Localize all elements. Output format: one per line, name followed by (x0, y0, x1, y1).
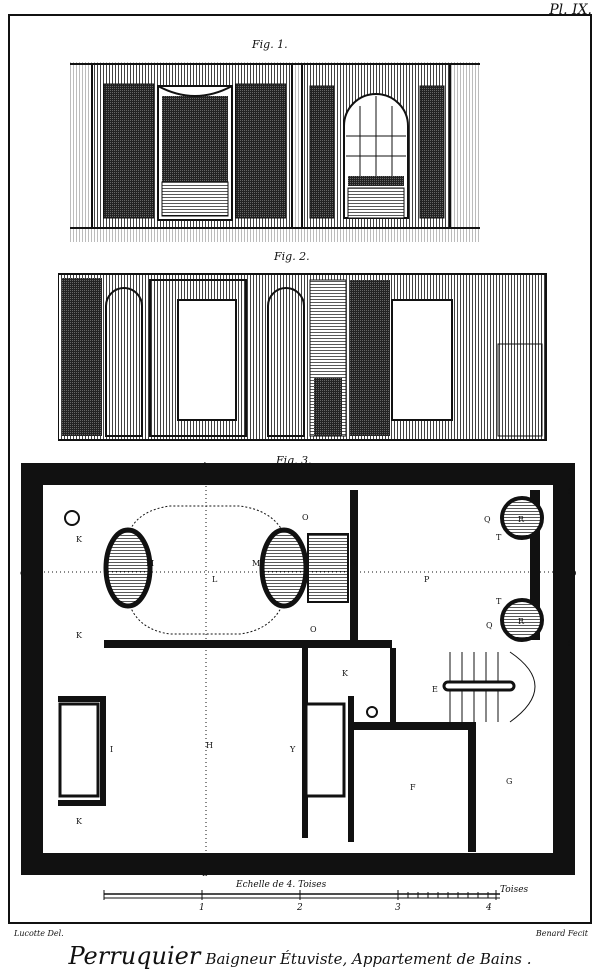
plan-label-e: E (432, 685, 438, 694)
plate-title-main: Perruquier (68, 942, 201, 970)
plan-label-f: F (410, 783, 416, 792)
plan-label-n: N (350, 559, 357, 568)
plan-label-q-1: Q (484, 515, 491, 524)
plan-label-h: H (206, 741, 213, 750)
scale-tick-4: 4 (485, 903, 492, 913)
scale-unit: Toises (500, 885, 529, 895)
plan-label-l: L (212, 575, 218, 584)
credit-engraver: Benard Fecit (535, 929, 588, 938)
scale-tick-3: 3 (395, 903, 401, 913)
plan-label-s-1: S (568, 487, 573, 496)
plan-label-r-2: R (518, 617, 525, 626)
plan-label-t-1: T (496, 533, 502, 542)
fig-2-elevation (58, 273, 547, 441)
plan-label-g: G (506, 777, 512, 786)
scale-tick-1: 1 (199, 903, 205, 913)
plan-label-k-1: K (76, 535, 83, 544)
plan-label-t-2: T (496, 597, 502, 606)
plan-label-q-2: Q (486, 621, 493, 630)
fig-2-label: Fig. 2. (274, 250, 310, 263)
plan-label-y: Y (289, 745, 296, 754)
plan-label-o-2: O (310, 625, 317, 634)
credit-draftsman: Lucotte Del. (14, 929, 64, 938)
plate-frame (8, 14, 592, 924)
plate-title: Perruquier Baigneur Étuviste, Appartemen… (0, 942, 600, 970)
plan-label-o-1: O (302, 513, 309, 522)
fig-3-floor-plan: A B C D E F G H I Y K K K K L M M N O O … (20, 461, 576, 878)
plan-label-c: C (20, 569, 26, 578)
scale-label: Echelle de 4. Toises (235, 880, 327, 890)
plan-label-s-2: S (568, 639, 573, 648)
fig-1-elevation (70, 62, 480, 242)
plan-label-r-1: R (518, 515, 525, 524)
plan-label-m-1: M (146, 559, 154, 568)
plan-label-k-4: K (76, 817, 83, 826)
fig-1-label: Fig. 1. (252, 38, 288, 51)
plan-label-a: A (201, 461, 208, 470)
scale-tick-2: 2 (296, 903, 303, 913)
plan-label-b: B (202, 869, 208, 878)
scale-bar: Echelle de 4. Toises Toises 1 2 3 4 (103, 880, 529, 913)
plan-label-m-2: M (252, 559, 260, 568)
plan-label-i: I (110, 745, 113, 754)
plate-title-subtitle: Baigneur Étuviste, Appartement de Bains … (205, 950, 532, 968)
plan-label-k-3: K (342, 669, 349, 678)
plan-label-d: D (570, 569, 576, 578)
plan-label-p: P (424, 575, 430, 584)
plan-label-k-2: K (76, 631, 83, 640)
